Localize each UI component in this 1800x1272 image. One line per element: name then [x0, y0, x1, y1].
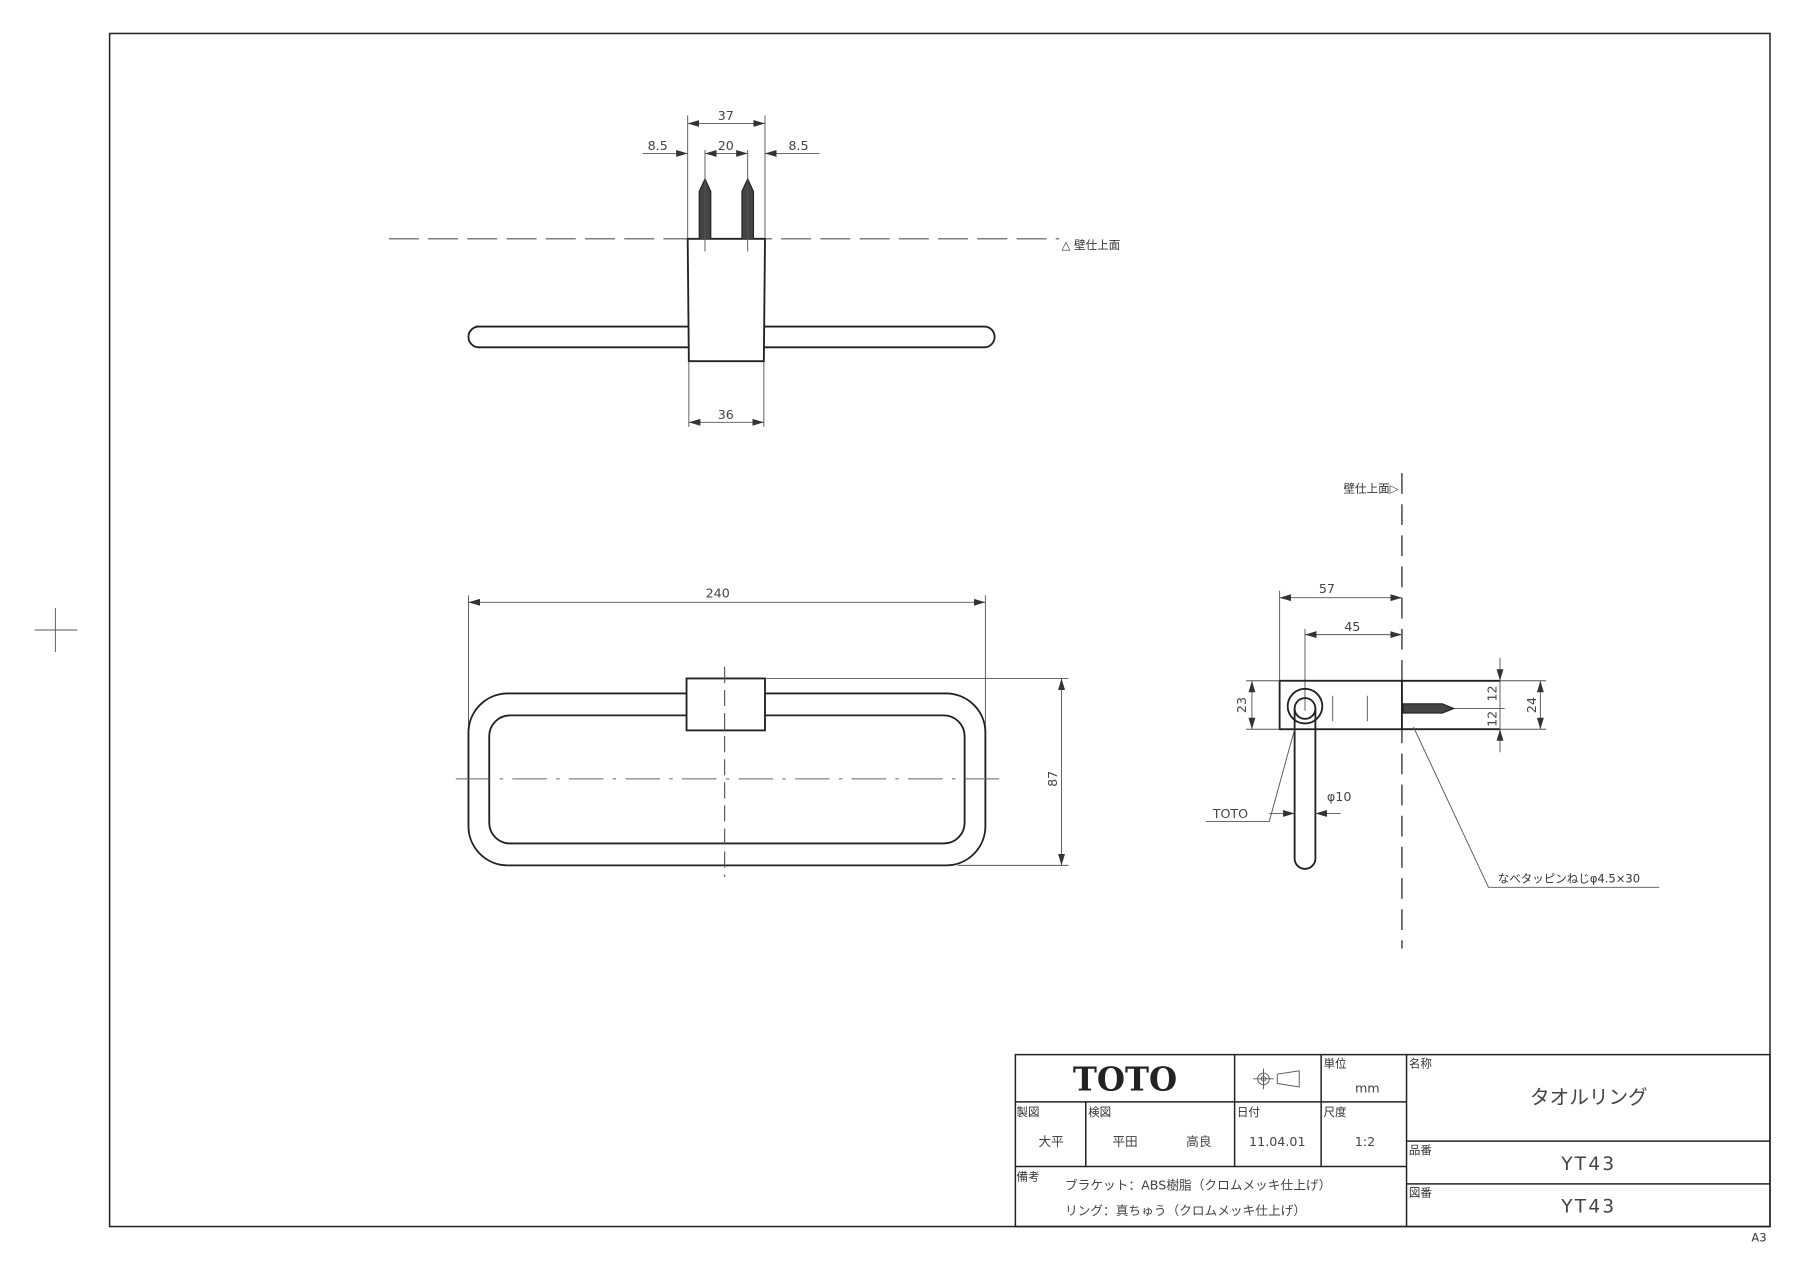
checked-by-1: 平田 — [1112, 1134, 1137, 1149]
ring-pivot-inner — [1293, 697, 1317, 720]
part-no: YT43 — [1560, 1154, 1616, 1175]
dim-45: 45 — [1344, 619, 1360, 634]
scale-label: 尺度 — [1323, 1105, 1347, 1119]
scale-value: 1:2 — [1355, 1134, 1375, 1149]
notes-label: 備考 — [1017, 1169, 1040, 1183]
checked-label: 検図 — [1088, 1105, 1111, 1119]
wall-surface-label-side: 壁仕上面▷ — [1344, 482, 1399, 496]
dim-12-bottom: 12 — [1485, 711, 1500, 727]
ring-leg — [1293, 708, 1317, 870]
bracket-front — [685, 677, 766, 732]
paper-size: A3 — [1751, 1231, 1766, 1245]
dim-24: 24 — [1524, 697, 1539, 713]
bracket — [686, 237, 766, 363]
note-bracket: ブラケット：ABS樹脂（クロムメッキ仕上げ） — [1065, 1178, 1331, 1193]
dim-37: 37 — [718, 108, 734, 123]
dim-12-top: 12 — [1485, 685, 1500, 701]
dim-23: 23 — [1234, 697, 1249, 713]
side-view: 壁仕上面▷ 57 45 23 12 12 24 φ10 TOTO — [1205, 473, 1660, 949]
ring-inner — [488, 714, 966, 845]
drawn-label: 製図 — [1017, 1105, 1040, 1119]
note-ring: リング：真ちゅう（クロムメッキ仕上げ） — [1065, 1203, 1306, 1218]
title-block: TOTO 単位 mm 名称 タオルリング 製図 大平 検図 平田 高良 日付 1… — [1014, 1053, 1771, 1228]
screw-left — [698, 149, 712, 252]
date-value: 11.04.01 — [1249, 1134, 1306, 1149]
dim-57: 57 — [1319, 581, 1335, 596]
unit-value: mm — [1355, 1081, 1380, 1096]
product-name: タオルリング — [1530, 1086, 1648, 1109]
name-label: 名称 — [1409, 1056, 1433, 1070]
drawn-by: 大平 — [1038, 1134, 1064, 1149]
sheet-border — [108, 32, 1771, 1228]
bracket-side — [1278, 679, 1403, 731]
dim-phi10: φ10 — [1327, 789, 1352, 804]
dim-36: 36 — [718, 407, 734, 422]
dim-20: 20 — [718, 138, 734, 153]
unit-label: 単位 — [1323, 1056, 1346, 1070]
drawing-no-label: 図番 — [1409, 1186, 1433, 1200]
checked-by-2: 高良 — [1186, 1134, 1212, 1149]
dim-8-5-left: 8.5 — [648, 138, 668, 153]
screw-spec-label: なべタッピンねじφ4.5×30 — [1498, 872, 1640, 886]
logo-marking-label: TOTO — [1212, 806, 1248, 821]
top-view: △ 壁仕上面 37 8.5 20 8.5 36 — [388, 108, 1121, 427]
screw-side — [1402, 703, 1456, 714]
drawing-no: YT43 — [1560, 1197, 1616, 1218]
wall-surface-label: △ 壁仕上面 — [1062, 238, 1121, 252]
projection-symbol-icon — [1253, 1068, 1300, 1090]
registration-crosshair — [34, 608, 78, 652]
toto-logo: TOTO — [1073, 1060, 1177, 1098]
dim-8-5-right: 8.5 — [788, 138, 808, 153]
ring-pivot-outer — [1286, 687, 1324, 725]
date-label: 日付 — [1237, 1105, 1260, 1119]
dim-240: 240 — [706, 586, 730, 601]
dim-87: 87 — [1045, 771, 1060, 787]
screw-right — [741, 149, 755, 252]
front-view: 240 87 — [455, 586, 1069, 877]
part-no-label: 品番 — [1409, 1143, 1433, 1157]
